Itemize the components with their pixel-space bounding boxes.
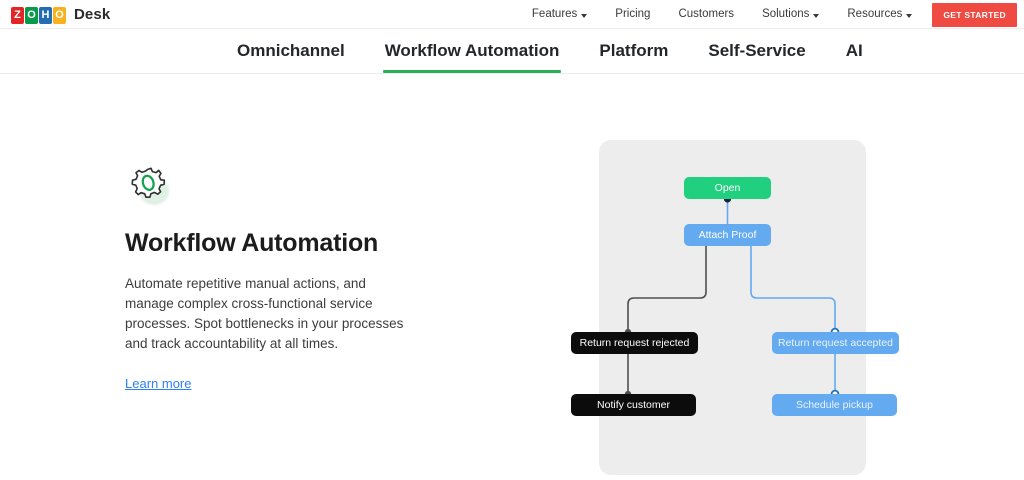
nav-label-customers: Customers — [678, 8, 735, 20]
nav-item-features[interactable]: Features — [518, 0, 601, 29]
nav-label-solutions: Solutions — [762, 8, 810, 20]
site-header: Z O H O Desk Features Pricing Customers … — [0, 0, 1024, 29]
nav-label-pricing: Pricing — [615, 8, 651, 20]
logo-letter-o2: O — [53, 7, 66, 24]
tab-ai[interactable]: AI — [845, 40, 863, 60]
workflow-node-return-rejected[interactable]: Return request rejected — [571, 332, 698, 354]
page-title: Workflow Automation — [125, 229, 379, 257]
chevron-down-icon — [813, 13, 820, 18]
nav-label-features: Features — [531, 8, 578, 20]
gear-icon — [125, 163, 171, 207]
product-name: Desk — [74, 5, 111, 23]
workflow-node-open[interactable]: Open — [684, 177, 771, 199]
learn-more-link[interactable]: Learn more — [125, 375, 192, 391]
chevron-down-icon — [906, 13, 913, 18]
nav-item-customers[interactable]: Customers — [664, 0, 748, 29]
zoho-logo-icon: Z O H O — [11, 4, 66, 24]
tab-self-service[interactable]: Self-Service — [708, 40, 806, 60]
logo-letter-h: H — [39, 7, 52, 24]
tab-workflow-automation[interactable]: Workflow Automation — [382, 31, 562, 73]
nav-item-solutions[interactable]: Solutions — [748, 0, 833, 29]
chevron-down-icon — [581, 13, 588, 18]
workflow-node-return-accepted[interactable]: Return request accepted — [772, 332, 899, 354]
nav-item-pricing[interactable]: Pricing — [601, 0, 664, 29]
logo-letter-o1: O — [25, 7, 38, 24]
nav-item-resources[interactable]: Resources — [833, 0, 926, 29]
get-started-button[interactable]: GET STARTED — [932, 2, 1017, 27]
workflow-node-schedule-pickup[interactable]: Schedule pickup — [772, 394, 897, 416]
feature-tab-bar: Omnichannel Workflow Automation Platform… — [0, 30, 1024, 74]
workflow-node-attach-proof[interactable]: Attach Proof — [684, 224, 771, 246]
brand-logo-link[interactable]: Z O H O Desk — [11, 4, 110, 24]
logo-letter-z: Z — [11, 7, 24, 24]
tab-omnichannel[interactable]: Omnichannel — [237, 40, 345, 60]
feature-content: Workflow Automation Automate repetitive … — [125, 163, 425, 393]
feature-description: Automate repetitive manual actions, and … — [125, 275, 404, 351]
workflow-node-notify-customer[interactable]: Notify customer — [571, 394, 696, 416]
nav-label-resources: Resources — [847, 8, 903, 20]
tab-platform[interactable]: Platform — [599, 40, 669, 60]
main-navigation: Features Pricing Customers Solutions Res… — [518, 0, 1024, 29]
